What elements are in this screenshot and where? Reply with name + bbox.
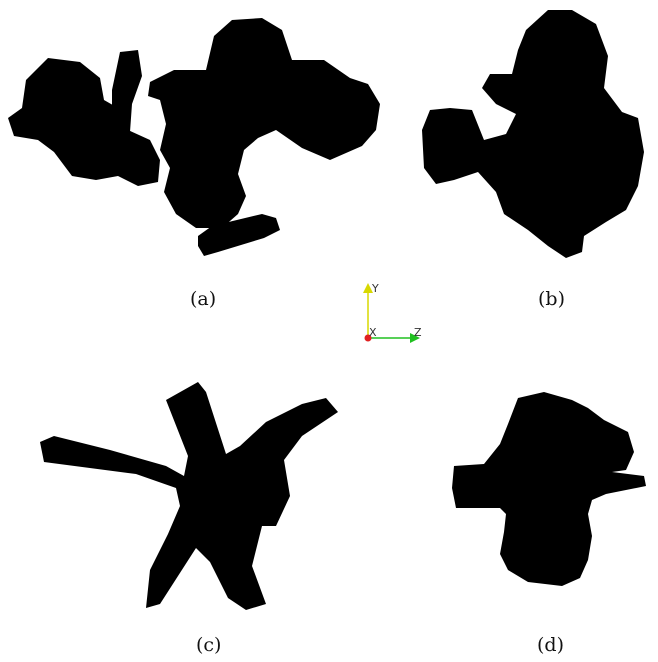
- x-axis-dot: [364, 334, 372, 342]
- caption-b: (b): [538, 288, 565, 310]
- caption-d: (d): [537, 634, 564, 656]
- panel-b-shape: [422, 10, 644, 258]
- axes-triad: Y X Z: [363, 282, 422, 343]
- z-axis-label: Z: [414, 326, 422, 339]
- panel-a-shape: [8, 18, 380, 256]
- y-axis-arrowhead: [363, 283, 373, 293]
- caption-c: (c): [196, 634, 222, 656]
- caption-a: (a): [190, 288, 217, 310]
- panel-c-shape: [40, 382, 338, 610]
- panel-d-shape: [452, 392, 646, 586]
- y-axis-label: Y: [371, 282, 379, 295]
- x-axis-label: X: [369, 326, 377, 339]
- z-axis-arrowhead: [410, 333, 420, 343]
